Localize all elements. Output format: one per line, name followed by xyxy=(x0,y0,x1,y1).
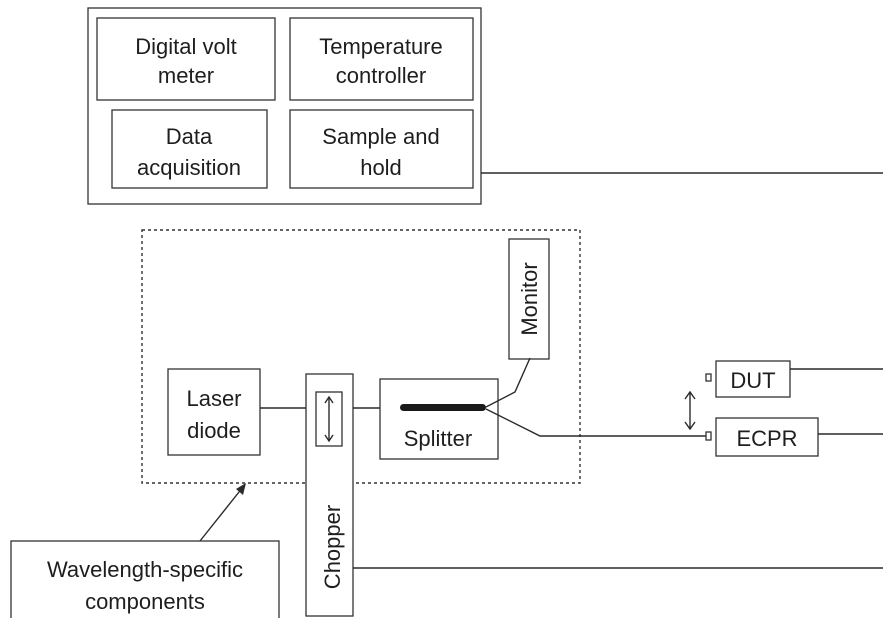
laser-diode-label-line2: diode xyxy=(187,418,241,443)
callout-pointer-line xyxy=(199,486,244,542)
callout-arrowhead-icon xyxy=(236,483,246,495)
chopper-arrow-down-head-icon xyxy=(324,434,334,443)
digital-volt-meter-label-line1: Digital volt xyxy=(135,34,236,59)
swap-arrow-down-head-icon xyxy=(684,421,696,431)
digital-volt-meter-box xyxy=(96,17,276,101)
callout-label-line1: Wavelength-specific xyxy=(47,557,243,582)
monitor-box xyxy=(508,238,550,360)
fused-coupler-icon xyxy=(400,404,486,411)
dut-box xyxy=(715,360,791,398)
sample-and-hold-label-line1: Sample and xyxy=(322,124,439,149)
temperature-controller-box xyxy=(289,17,474,101)
laser-diode-box xyxy=(167,368,261,456)
data-acquisition-label-line2: acquisition xyxy=(137,155,241,180)
temperature-controller-label-line1: Temperature xyxy=(319,34,443,59)
dut-label: DUT xyxy=(730,368,775,393)
data-acquisition-label-line1: Data xyxy=(166,124,213,149)
ecpr-connector-icon xyxy=(705,431,712,441)
fiber-splitter-to-monitor xyxy=(485,357,531,408)
laser-diode-label-line1: Laser xyxy=(186,386,241,411)
chopper-arrow-up-head-icon xyxy=(324,395,334,404)
digital-volt-meter-label-line2: meter xyxy=(158,63,214,88)
sample-and-hold-box xyxy=(289,109,474,189)
wavelength-specific-enclosure xyxy=(141,229,581,484)
chopper-label: Chopper xyxy=(320,505,345,589)
ecpr-label: ECPR xyxy=(736,426,797,451)
temperature-controller-label-line2: controller xyxy=(336,63,426,88)
splitter-label: Splitter xyxy=(404,426,472,451)
wavelength-specific-callout-box xyxy=(10,540,280,618)
ecpr-box xyxy=(715,417,819,457)
swap-arrow-up-head-icon xyxy=(684,390,696,400)
splitter-box xyxy=(379,378,499,460)
monitor-label: Monitor xyxy=(517,262,542,335)
fiber-splitter-to-ecpr xyxy=(485,408,706,437)
data-acquisition-box xyxy=(111,109,268,189)
dut-connector-icon xyxy=(705,373,712,382)
sample-and-hold-label-line2: hold xyxy=(360,155,402,180)
callout-label-line2: components xyxy=(85,589,205,614)
